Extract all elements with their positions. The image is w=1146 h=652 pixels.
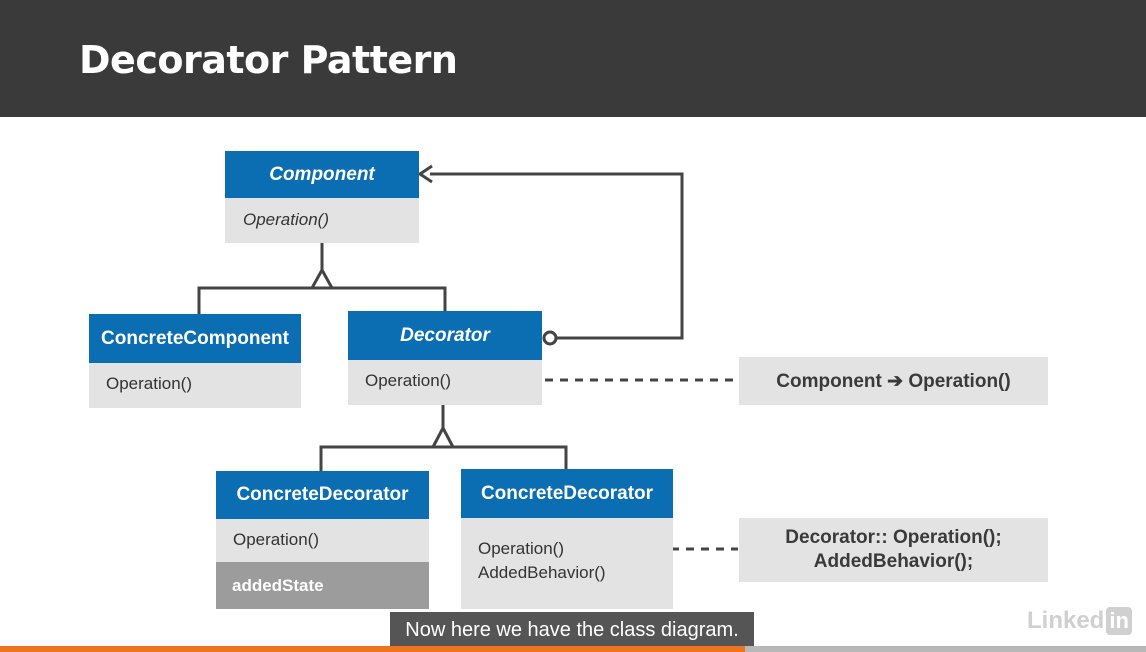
class-concrete-decorator-b-name: ConcreteDecorator — [461, 469, 673, 518]
class-concrete-decorator-a-operation: Operation() — [216, 519, 429, 562]
linkedin-logo: Linked in — [1027, 607, 1132, 635]
inherit-branch-component — [197, 286, 447, 318]
note-decorator-operation-text: Component ➔ Operation() — [776, 370, 1011, 392]
aggregation-line — [430, 172, 684, 340]
class-concrete-decorator-b: ConcreteDecorator Operation() AddedBehav… — [461, 469, 673, 609]
class-concrete-decorator-a-name: ConcreteDecorator — [216, 471, 429, 519]
class-decorator: Decorator Operation() — [348, 311, 542, 405]
subtitle-caption: Now here we have the class diagram. — [390, 612, 754, 648]
class-component-name: Component — [225, 151, 419, 198]
note-decorator-operation: Component ➔ Operation() — [739, 357, 1048, 405]
slide-title: Decorator Pattern — [79, 38, 458, 82]
inherit-triangle-decorator — [430, 424, 456, 449]
class-concrete-component: ConcreteComponent Operation() — [89, 314, 301, 408]
note-added-behavior-line2: AddedBehavior(); — [813, 551, 974, 572]
linkedin-logo-text: Linked — [1027, 607, 1105, 634]
linkedin-logo-badge: in — [1106, 607, 1132, 635]
class-concrete-decorator-b-operation: Operation() — [478, 539, 564, 558]
class-concrete-decorator-a: ConcreteDecorator Operation() addedState — [216, 471, 429, 609]
video-progress-bar[interactable] — [0, 646, 1146, 652]
class-concrete-decorator-a-state: addedState — [216, 562, 429, 609]
class-decorator-name: Decorator — [348, 311, 542, 360]
aggregation-arrowhead — [417, 164, 433, 184]
class-component: Component Operation() — [225, 151, 419, 243]
class-concrete-decorator-b-body: Operation() AddedBehavior() — [461, 518, 673, 609]
class-concrete-component-name: ConcreteComponent — [89, 314, 301, 363]
slide-header: Decorator Pattern — [0, 0, 1146, 117]
class-concrete-decorator-b-behavior: AddedBehavior() — [478, 563, 606, 582]
inherit-branch-decorator — [319, 445, 568, 471]
class-decorator-operation: Operation() — [348, 360, 542, 405]
video-progress-fill — [0, 646, 745, 652]
aggregation-circle — [542, 330, 558, 346]
class-concrete-component-operation: Operation() — [89, 363, 301, 408]
class-component-operation: Operation() — [225, 198, 419, 243]
note-added-behavior: Decorator:: Operation(); AddedBehavior()… — [739, 518, 1048, 582]
inherit-triangle-component — [309, 266, 335, 290]
note-added-behavior-line1: Decorator:: Operation(); — [785, 527, 1002, 548]
